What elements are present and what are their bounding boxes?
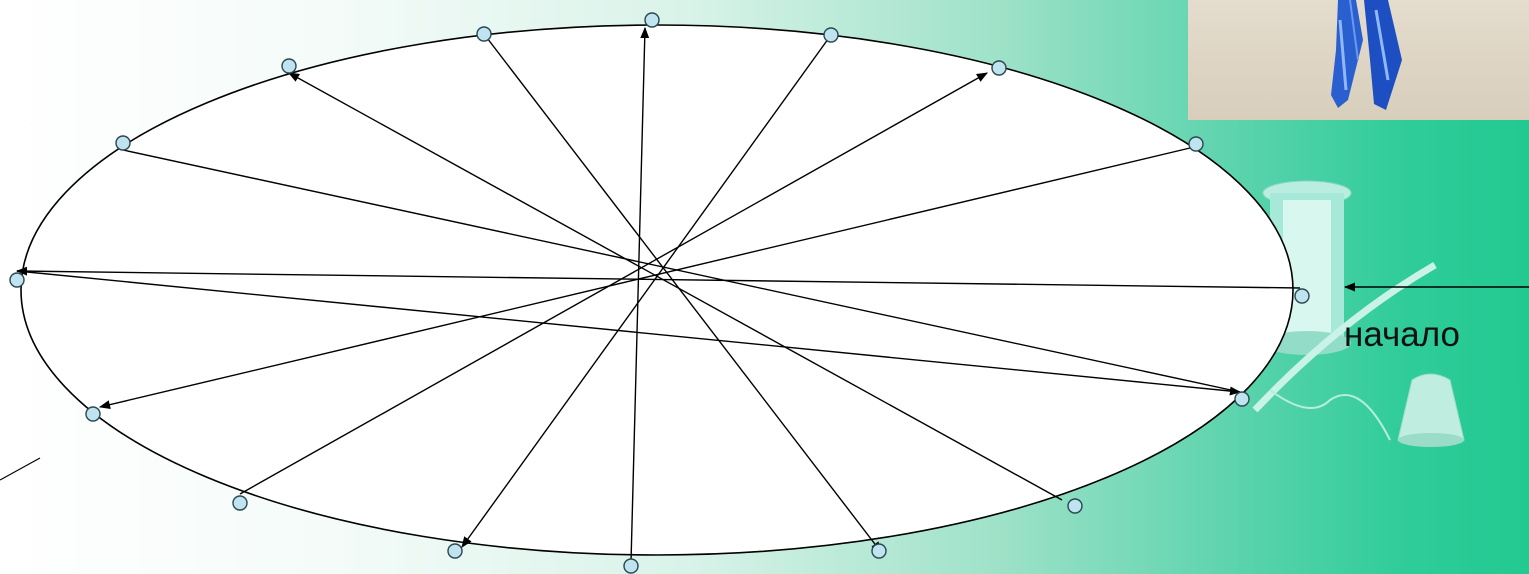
stitch-point xyxy=(233,496,247,510)
stitch-point xyxy=(992,61,1006,75)
stitch-point xyxy=(872,544,886,558)
stitch-point xyxy=(477,27,491,41)
stitch-point xyxy=(645,13,659,27)
stitch-point xyxy=(1235,392,1249,406)
start-label: начало xyxy=(1344,317,1460,352)
stitch-point xyxy=(1295,289,1309,303)
stitch-point xyxy=(1068,499,1082,513)
stitch-point xyxy=(86,407,100,421)
stitch-point xyxy=(116,136,130,150)
thimble-icon xyxy=(1398,374,1464,447)
stitch-point xyxy=(1189,137,1203,151)
stray-line xyxy=(0,458,40,480)
stitch-point xyxy=(824,28,838,42)
stitch-point xyxy=(282,59,296,73)
stitch-point xyxy=(448,544,462,558)
stitch-point xyxy=(624,559,638,573)
stitch-point xyxy=(10,273,24,287)
